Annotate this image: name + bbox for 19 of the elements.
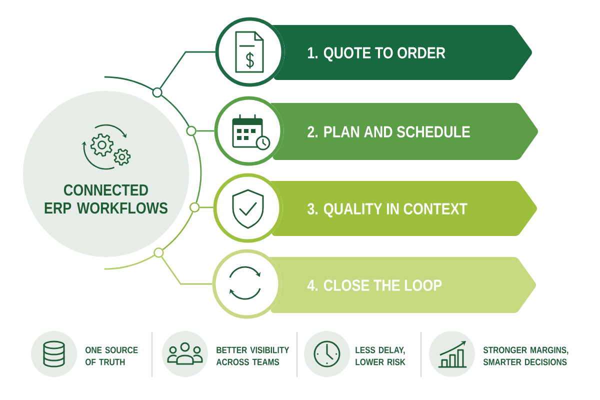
step-banner: 2. PLAN AND SCHEDULE	[269, 103, 538, 160]
junction-dot	[154, 247, 164, 258]
caption-text: ONE SOURCE OF TRUTH	[86, 346, 138, 366]
connector-line	[192, 135, 202, 203]
connector-line	[161, 256, 212, 285]
step-banner: 1. QUOTE TO ORDER	[270, 25, 532, 80]
caption-text: LESS DELAY, LOWER RISK	[356, 346, 406, 366]
step-banner: 3. QUALITY IN CONTEXT	[268, 181, 537, 236]
step-banner: 4. CLOSE THE LOOP	[267, 257, 536, 313]
junction-dot	[189, 202, 200, 213]
connector-line	[196, 130, 214, 132]
connector-line	[161, 94, 190, 127]
caption-text: BETTER VISIBILITY ACROSS TEAMS	[216, 346, 290, 366]
junction-dot	[152, 87, 162, 98]
caption-text: STRONGER MARGINS, SMARTER DECISIONS	[483, 346, 568, 366]
junction-dot	[186, 126, 196, 136]
connector-line	[160, 51, 216, 89]
connector-line	[162, 212, 194, 250]
connector-line	[200, 206, 214, 208]
